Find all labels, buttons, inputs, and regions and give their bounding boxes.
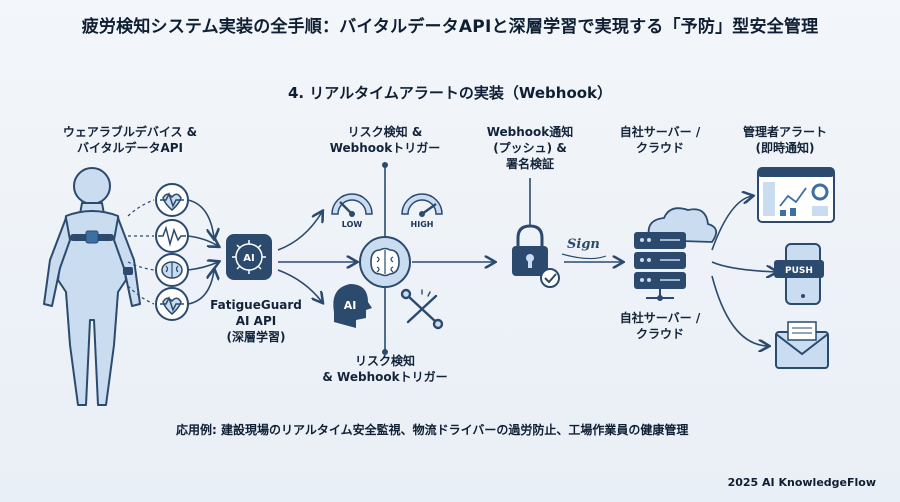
push-text: PUSH xyxy=(785,266,813,276)
credit-text: 2025 AI KnowledgeFlow xyxy=(727,476,876,489)
signature-text: Sign xyxy=(567,237,600,252)
ai-chip-icon xyxy=(226,234,272,280)
use-case-text: 応用例: 建設現場のリアルタイム安全監視、物流ドライバーの過労防止、工場作業員の… xyxy=(176,423,689,437)
page-title: 疲労検知システム実装の全手順：バイタルデータAPIと深層学習で実現する「予防」型… xyxy=(81,17,819,37)
server-top-label: 自社サーバー / クラウド xyxy=(619,125,701,155)
email-icon xyxy=(775,321,829,369)
ai-head-icon xyxy=(333,284,372,328)
gauge-high-label: HIGH xyxy=(411,220,434,229)
gauge-high-icon xyxy=(401,193,443,217)
ai-head-text: AI xyxy=(344,299,357,312)
lock-icon xyxy=(512,224,548,276)
wearable-label: ウェアラブルデバイス & バイタルデータAPI xyxy=(62,125,198,155)
server-bottom-label: 自社サーバー / クラウド xyxy=(619,311,701,341)
risk-bottom-label: リスク検知 & Webhookトリガー xyxy=(322,354,448,384)
human-figure-icon xyxy=(43,167,141,406)
webhook-label: Webhook通知 (プッシュ) & 署名検証 xyxy=(486,125,574,171)
phone-push-icon xyxy=(774,243,824,305)
tools-icon xyxy=(400,288,444,330)
api-label: FatigueGuard AI API (深層学習) xyxy=(210,298,302,344)
server-stack-icon xyxy=(634,232,686,301)
brain-network-icon xyxy=(359,236,411,288)
ai-chip-text: AI xyxy=(243,253,254,264)
gauge-low-icon xyxy=(331,193,373,217)
check-badge-icon xyxy=(540,268,560,288)
section-subtitle: 4. リアルタイムアラートの実装（Webhook） xyxy=(287,84,613,102)
admin-label: 管理者アラート (即時通知) xyxy=(742,125,827,155)
dashboard-icon xyxy=(757,167,835,223)
risk-top-label: リスク検知 & Webhookトリガー xyxy=(329,125,441,155)
gauge-low-label: LOW xyxy=(342,220,363,229)
